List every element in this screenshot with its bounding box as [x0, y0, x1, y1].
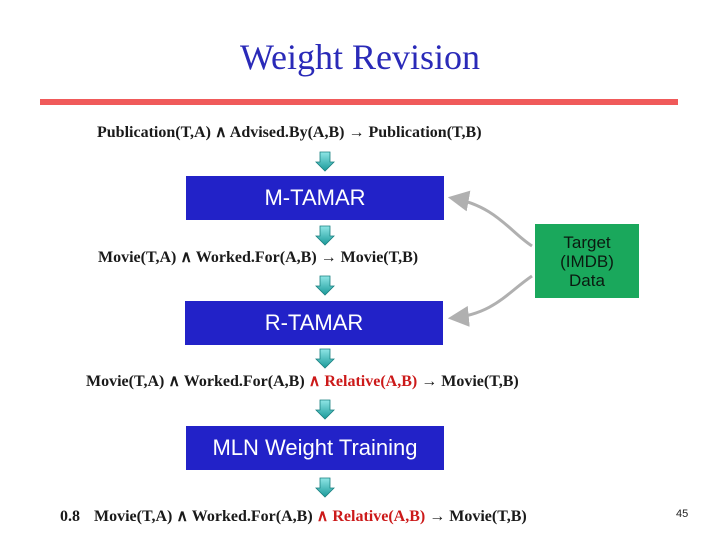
r-tamar-box: R-TAMAR [185, 301, 443, 345]
r-tamar-label: R-TAMAR [264, 310, 364, 335]
down-arrow-icon [315, 225, 335, 246]
rule-publication: Publication(T,A) ∧ Advised.By(A,B) → Pub… [97, 122, 482, 142]
implies-arrow: → [320, 249, 337, 266]
implies-arrow: → [421, 373, 438, 390]
rule-head: Movie(T,B) [449, 508, 527, 525]
and-symbol: ∧ [176, 508, 189, 525]
implies-arrow: → [429, 508, 446, 525]
rule-head: Movie(T,B) [441, 373, 519, 390]
rule-literal: Movie(T,A) [98, 249, 177, 266]
target-line-1: Target [563, 232, 611, 252]
rule-literal: Worked.For(A,B) [195, 249, 317, 266]
m-tamar-box: M-TAMAR [186, 176, 444, 220]
implies-arrow: → [348, 124, 365, 141]
mln-weight-training-box: MLN Weight Training [186, 426, 444, 470]
and-symbol: ∧ [168, 373, 181, 390]
target-line-3: Data [569, 270, 605, 290]
page-number: 45 [676, 508, 689, 520]
m-tamar-label: M-TAMAR [264, 185, 366, 210]
rule-movie-relative: Movie(T,A) ∧ Worked.For(A,B) ∧ Relative(… [86, 371, 519, 391]
and-symbol: ∧ [180, 249, 193, 266]
and-symbol-highlight: ∧ [316, 508, 329, 525]
target-data-box: Target (IMDB) Data [535, 224, 639, 298]
and-symbol-highlight: ∧ [308, 373, 321, 390]
down-arrow-icon [315, 275, 335, 296]
rule-literal: Advised.By(A,B) [229, 124, 345, 141]
rule-head: Movie(T,B) [340, 249, 419, 266]
mln-weight-training-label: MLN Weight Training [212, 435, 418, 460]
rule-literal: Worked.For(A,B) [191, 508, 313, 525]
rule-literal: Worked.For(A,B) [183, 373, 305, 390]
rule-literal: Publication(T,A) [97, 124, 211, 141]
and-symbol: ∧ [214, 124, 227, 141]
rule-weighted: 0.8 Movie(T,A) ∧ Worked.For(A,B) ∧ Relat… [60, 506, 527, 526]
rule-head: Publication(T,B) [368, 124, 482, 141]
down-arrow-icon [315, 348, 335, 369]
down-arrow-icon [315, 151, 335, 172]
rule-literal: Movie(T,A) [86, 373, 165, 390]
down-arrow-icon [315, 477, 335, 498]
curved-arrow-to-r-tamar-icon [447, 274, 533, 327]
rule-movie-workedfor: Movie(T,A) ∧ Worked.For(A,B) → Movie(T,B… [98, 247, 418, 267]
slide-title: Weight Revision [239, 37, 481, 77]
rule-literal-highlight: Relative(A,B) [324, 373, 418, 390]
title-underline [40, 99, 678, 105]
rule-weight: 0.8 [60, 508, 80, 525]
curved-arrow-to-m-tamar-icon [447, 190, 533, 248]
down-arrow-icon [315, 399, 335, 420]
rule-literal-highlight: Relative(A,B) [332, 508, 426, 525]
rule-literal: Movie(T,A) [94, 508, 173, 525]
target-line-2: (IMDB) [560, 251, 614, 271]
